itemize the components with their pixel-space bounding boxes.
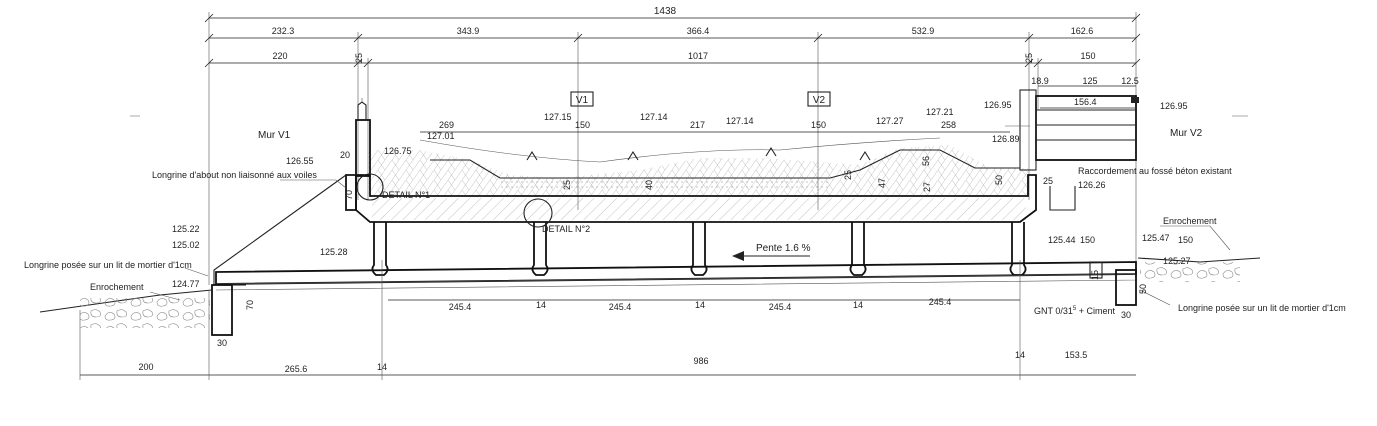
dim-150a: 150 <box>575 120 590 130</box>
dim-15: 15 <box>1090 270 1100 280</box>
dim-50b: 50 <box>1138 284 1148 294</box>
dim-total-2656: 265.6 <box>285 364 308 374</box>
level-12714a: 127.14 <box>640 112 668 122</box>
detail2-label: DETAIL N°2 <box>542 224 590 234</box>
dim-30b: 30 <box>1121 310 1131 320</box>
dim-span-1: 245.4 <box>449 302 472 312</box>
dim-row3-3: 1017 <box>688 51 708 61</box>
level-12528: 125.28 <box>320 247 348 257</box>
dim-total-200: 200 <box>138 362 153 372</box>
dim-row2-3: 366.4 <box>687 26 710 36</box>
level-12714b: 127.14 <box>726 116 754 126</box>
level-12721: 127.21 <box>926 107 954 117</box>
level-12715: 127.15 <box>544 112 572 122</box>
level-12626: 126.26 <box>1078 180 1106 190</box>
level-12547: 125.47 <box>1142 233 1170 243</box>
dim-row3-4: 25 <box>1024 53 1034 63</box>
dim-25a: 25 <box>562 180 572 190</box>
mur-v1-label: Mur V1 <box>258 130 291 141</box>
level-12695a: 126.95 <box>984 100 1012 110</box>
enrochement-left-label: Enrochement <box>90 282 144 292</box>
dim-pier-2: 14 <box>695 300 705 310</box>
dim-40: 40 <box>644 180 654 190</box>
dim-217: 217 <box>690 120 705 130</box>
dim-row2-1: 232.3 <box>272 26 295 36</box>
raccordement-label: Raccordement au fossé béton existant <box>1078 166 1232 176</box>
dim-47: 47 <box>877 178 887 188</box>
dim-row3-2: 25 <box>354 53 364 63</box>
level-12695b: 126.95 <box>1160 101 1188 111</box>
dim-row3-5: 150 <box>1080 51 1095 61</box>
dim-20: 20 <box>340 150 350 160</box>
level-12689: 126.89 <box>992 134 1020 144</box>
dim-150d: 150 <box>1178 235 1193 245</box>
dim-end-1: 14 <box>377 362 387 372</box>
dim-total-986: 986 <box>693 356 708 366</box>
mur-v2-label: Mur V2 <box>1170 128 1203 139</box>
dim-row3-1: 220 <box>272 51 287 61</box>
dim-right-detail-2: 125 <box>1082 76 1097 86</box>
dim-150c: 150 <box>1080 235 1095 245</box>
dim-27: 27 <box>922 182 932 192</box>
dim-70a: 70 <box>344 190 354 200</box>
dim-pier-1: 14 <box>536 300 546 310</box>
dim-span-2: 245.4 <box>609 302 632 312</box>
level-12527: 125.27 <box>1163 256 1191 266</box>
dim-end-2: 14 <box>1015 350 1025 360</box>
level-12477: 124.77 <box>172 279 200 289</box>
level-12701: 127.01 <box>427 131 455 141</box>
longrine-left-label: Longrine posée sur un lit de mortier d'1… <box>24 260 192 270</box>
level-12727: 127.27 <box>876 116 904 126</box>
level-12675: 126.75 <box>384 146 412 156</box>
structure-geometry <box>39 89 1261 380</box>
enrochement-right-label: Enrochement <box>1163 216 1217 226</box>
level-12544: 125.44 <box>1048 235 1076 245</box>
dim-1564: 156.4 <box>1074 97 1097 107</box>
dim-30a: 30 <box>217 338 227 348</box>
dim-span-4: 245.4 <box>929 297 952 307</box>
dim-70b: 70 <box>245 300 255 310</box>
dim-span-3: 245.4 <box>769 302 792 312</box>
dim-258: 258 <box>941 120 956 130</box>
longrine-about-label: Longrine d'about non liaisonné aux voile… <box>152 170 317 180</box>
longrine-right-label: Longrine posée sur un lit de mortier d'1… <box>1178 303 1346 313</box>
dim-150b: 150 <box>811 120 826 130</box>
dim-row2-5: 162.6 <box>1071 26 1094 36</box>
level-12522: 125.22 <box>172 224 200 234</box>
v1-label: V1 <box>576 95 589 106</box>
dim-25b: 25 <box>843 170 853 180</box>
dim-row2-4: 532.9 <box>912 26 935 36</box>
dim-total: 1438 <box>654 6 677 17</box>
dim-56: 56 <box>921 156 931 166</box>
dim-50a: 50 <box>994 175 1004 185</box>
detail1-label: DETAIL N°1 <box>382 190 430 200</box>
gnt-label: GNT 0/315 + Ciment <box>1034 306 1115 316</box>
top-dimension-lines <box>204 12 1141 285</box>
dim-pier-3: 14 <box>853 300 863 310</box>
level-12655: 126.55 <box>286 156 314 166</box>
dim-269: 269 <box>439 120 454 130</box>
dim-row2-2: 343.9 <box>457 26 480 36</box>
pente-label: Pente 1.6 % <box>756 243 811 254</box>
v2-label: V2 <box>813 95 826 106</box>
dim-total-1535: 153.5 <box>1065 350 1088 360</box>
dim-right-detail-1: 18.9 <box>1031 76 1049 86</box>
level-12502: 125.02 <box>172 240 200 250</box>
dim-right-detail-3: 12.5 <box>1121 76 1139 86</box>
dim-25c: 25 <box>1043 176 1053 186</box>
